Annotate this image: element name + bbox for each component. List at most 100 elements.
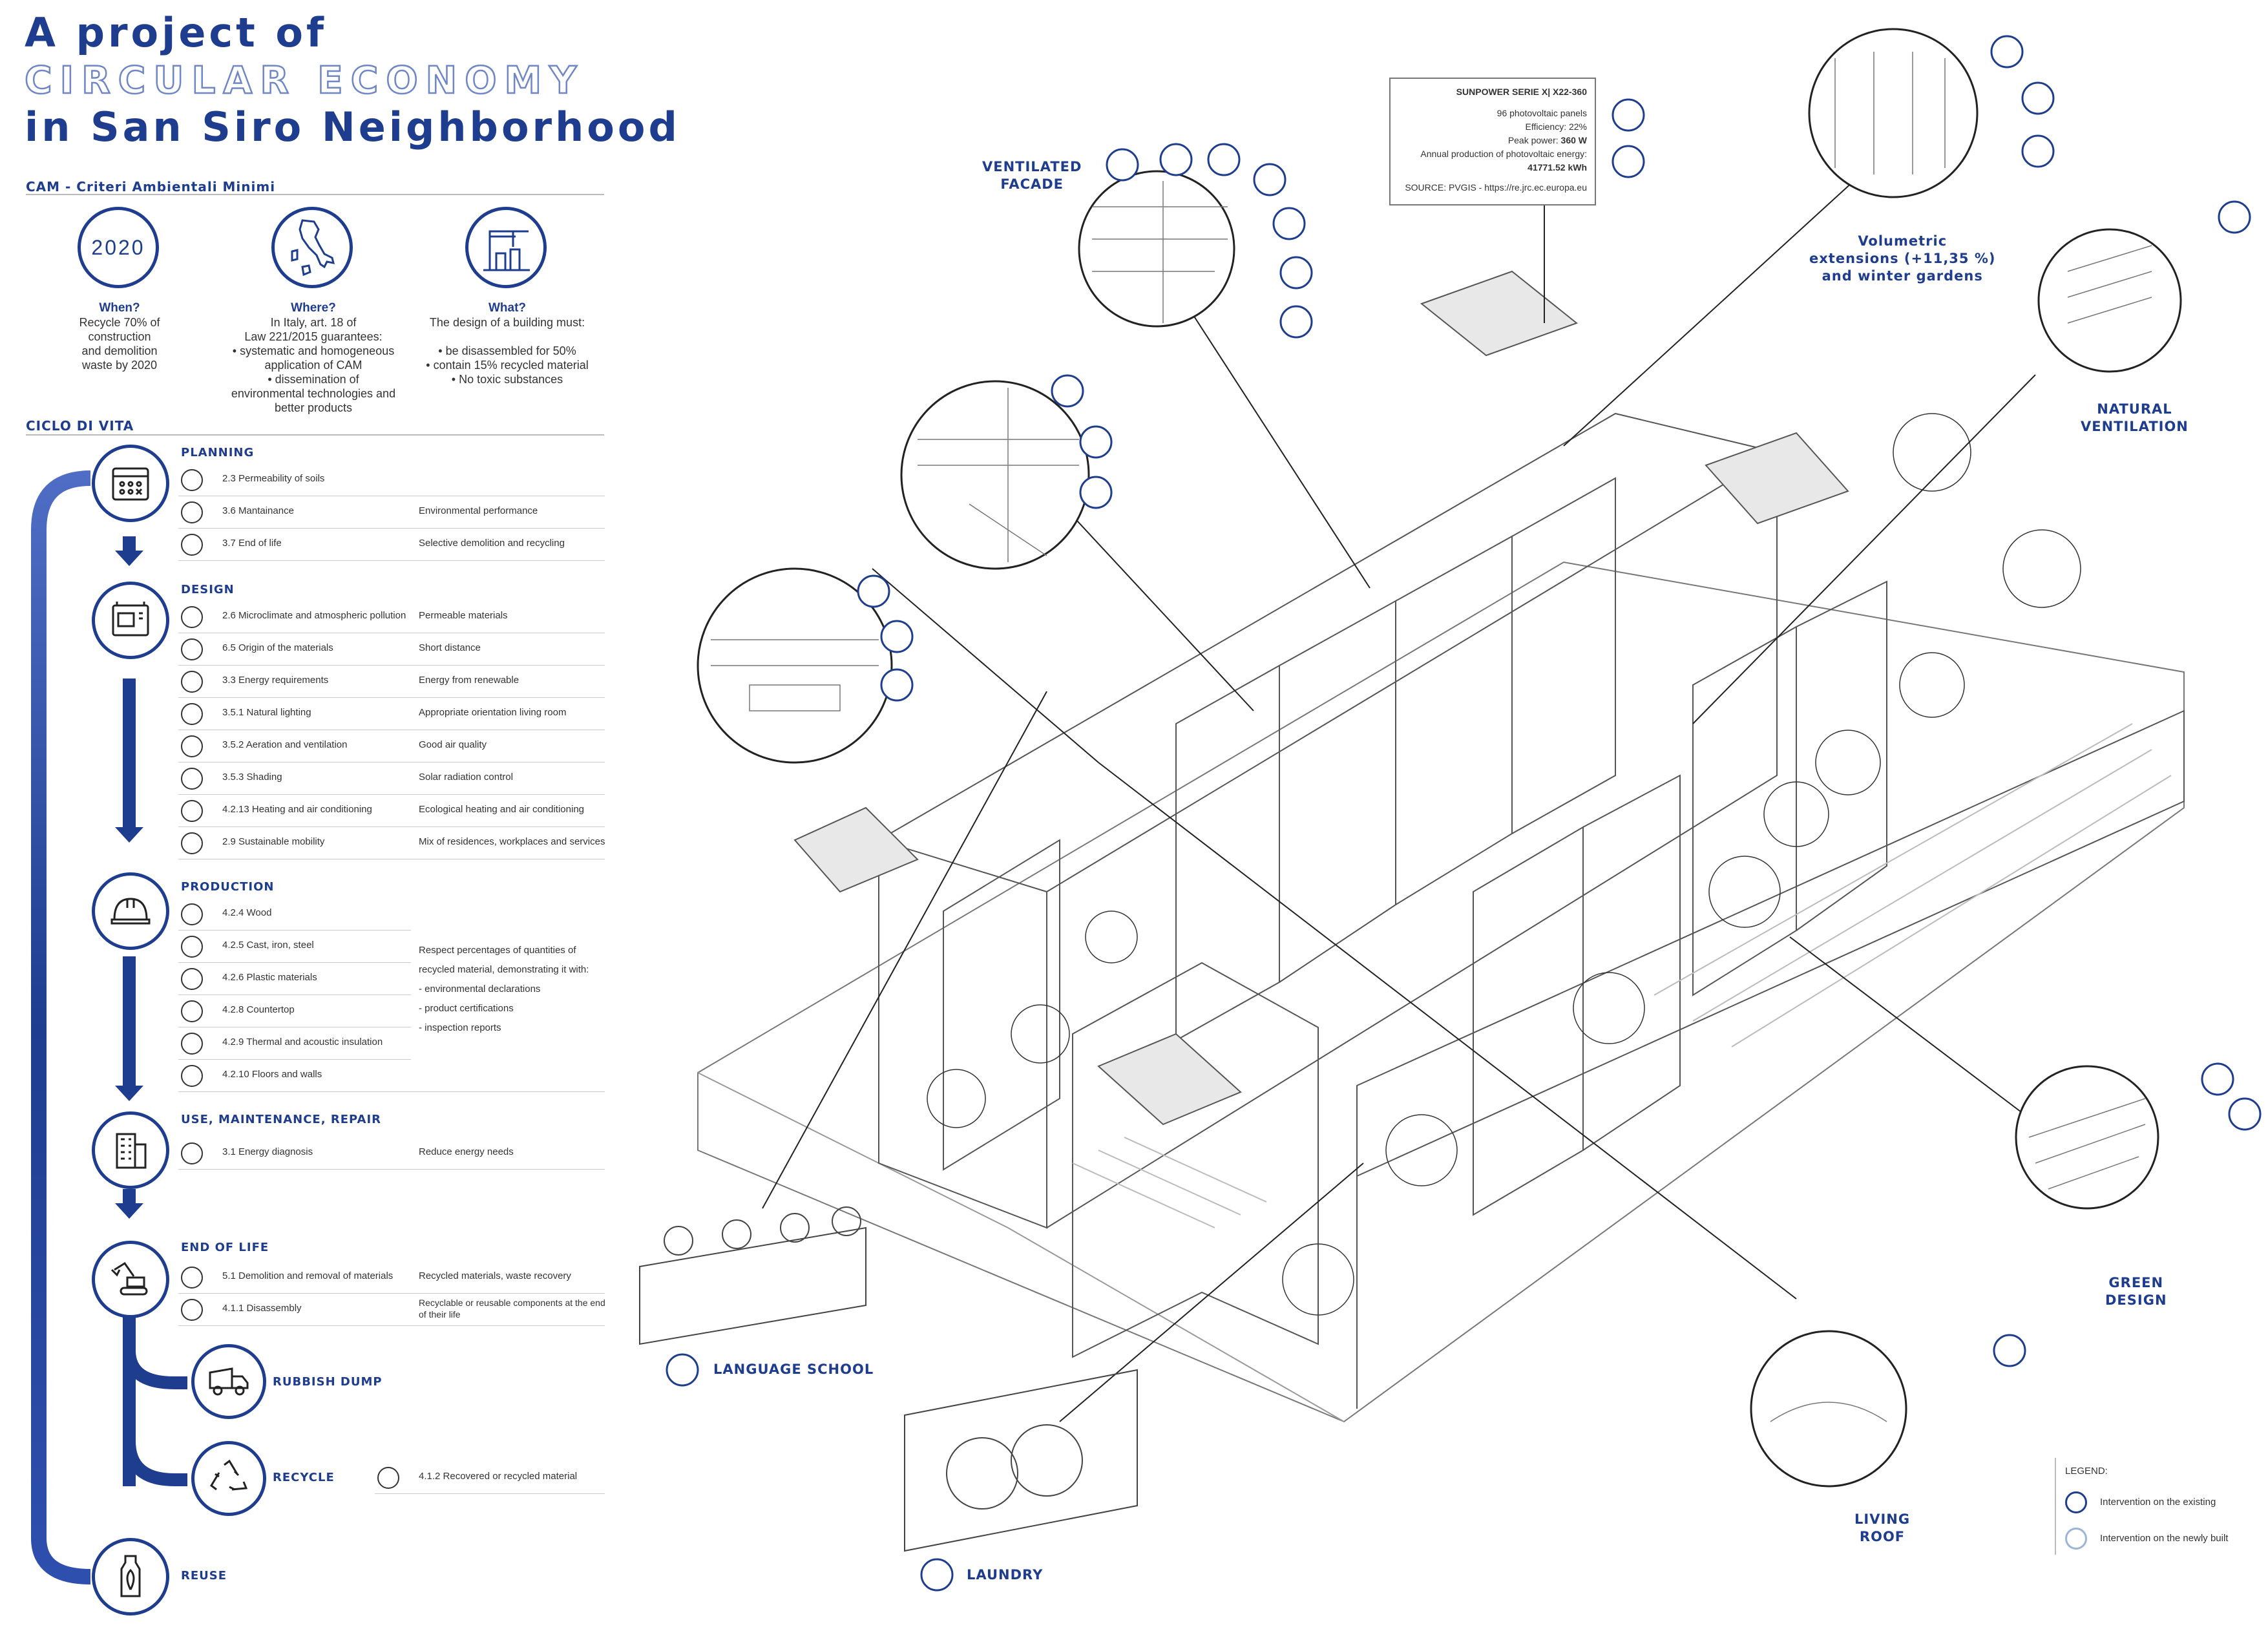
table-row: 2.6 Microclimate and atmospheric polluti… xyxy=(178,601,605,633)
countertop-icon xyxy=(181,1000,203,1022)
natural-ventilation-label: NATURAL VENTILATION xyxy=(2081,401,2189,436)
solar-source: SOURCE: PVGIS - https://re.jrc.ec.europa… xyxy=(1405,182,1587,193)
table-row: 4.2.9 Thermal and acoustic insulation xyxy=(178,1027,411,1060)
sun-icon xyxy=(181,703,203,725)
solar-peak: Peak power: 360 W xyxy=(1398,134,1587,147)
title-line-1: A project of xyxy=(25,9,327,56)
table-row: 3.5.1 Natural lighting Appropriate orient… xyxy=(178,698,605,730)
table-row: 4.2.10 Floors and walls xyxy=(178,1060,605,1092)
year-badge: 2020 xyxy=(78,207,159,288)
shading-icon xyxy=(181,768,203,790)
row-label: 3.5.3 Shading xyxy=(222,772,282,783)
row-label: 4.1.2 Recovered or recycled material xyxy=(419,1471,578,1482)
title-line-3: in San Siro Neighborhood xyxy=(25,103,680,151)
where-line: application of CAM xyxy=(264,359,362,372)
note-line: - environmental declarations xyxy=(419,984,541,994)
steel-icon xyxy=(181,936,203,958)
what-line xyxy=(414,330,601,344)
callout-line: DESIGN xyxy=(2105,1292,2167,1308)
production-label: PRODUCTION xyxy=(181,880,275,894)
solar-peak-value: 360 W xyxy=(1560,135,1587,145)
row-label: 2.6 Microclimate and atmospheric polluti… xyxy=(222,610,406,621)
solar-title: SUNPOWER SERIE X| X22-360 xyxy=(1456,87,1587,97)
row-value: Short distance xyxy=(419,642,481,653)
sun-energy-icon xyxy=(181,671,203,693)
end-of-life-label: END OF LIFE xyxy=(181,1241,269,1254)
row-label: 3.5.2 Aeration and ventilation xyxy=(222,739,348,750)
year-badge-text: 2020 xyxy=(91,235,145,259)
solar-info-box: SUNPOWER SERIE X| X22-360 96 photovoltai… xyxy=(1389,78,1596,205)
row-label: 4.1.1 Disassembly xyxy=(222,1303,302,1314)
where-head: Where? xyxy=(291,301,336,315)
row-value: Environmental performance xyxy=(419,505,538,516)
legend-new-swatch xyxy=(2065,1528,2087,1550)
note-line: - inspection reports xyxy=(419,1022,501,1033)
row-label: 3.7 End of life xyxy=(222,538,282,549)
table-row: 3.5.3 Shading Solar radiation control xyxy=(178,763,605,795)
callout-line: NATURAL xyxy=(2097,401,2172,417)
where-line: better products xyxy=(274,401,353,414)
callout-line: LIVING xyxy=(1854,1511,1911,1527)
solar-efficiency: Efficiency: 22% xyxy=(1525,121,1587,132)
ventilation-icon xyxy=(181,735,203,757)
when-block: When? Recycle 70% of construction and de… xyxy=(61,301,178,372)
row-value: Recycled materials, waste recovery xyxy=(419,1270,571,1281)
when-head: When? xyxy=(99,301,140,315)
row-value: Solar radiation control xyxy=(419,772,513,783)
row-value: Mix of residences, workplaces and servic… xyxy=(419,836,605,847)
row-value: Selective demolition and recycling xyxy=(419,538,565,549)
callout-line: extensions (+11,35 %) xyxy=(1809,251,1996,266)
callout-line: and winter gardens xyxy=(1822,268,1983,284)
row-label: 5.1 Demolition and removal of materials xyxy=(222,1270,394,1281)
ventilated-facade-label: VENTILATED FACADE xyxy=(982,158,1082,193)
row-value: Good air quality xyxy=(419,739,487,750)
wind-icon xyxy=(181,606,203,628)
callout-line: FACADE xyxy=(1000,176,1064,192)
where-line: • dissemination of xyxy=(268,373,359,386)
where-block: Where? In Italy, art. 18 of Law 221/2015… xyxy=(220,301,407,415)
row-label: 3.1 Energy diagnosis xyxy=(222,1146,313,1157)
use-building-icon xyxy=(92,1111,169,1189)
heating-icon xyxy=(181,800,203,822)
mobility-icon xyxy=(181,832,203,854)
row-label: 4.2.4 Wood xyxy=(222,907,272,918)
note-line: - product certifications xyxy=(419,1003,514,1014)
reuse-bottle-icon xyxy=(92,1538,169,1615)
axonometric-drawing xyxy=(639,28,2262,1592)
note-line: Respect percentages of quantities of xyxy=(419,945,576,956)
row-label: 3.5.1 Natural lighting xyxy=(222,707,311,718)
table-row: 5.1 Demolition and removal of materials R… xyxy=(178,1261,605,1294)
plastic-icon xyxy=(181,968,203,990)
legend-existing: Intervention on the existing xyxy=(2100,1497,2216,1508)
living-roof-label: LIVING ROOF xyxy=(1854,1511,1910,1546)
solar-annual-value: 41771.52 kWh xyxy=(1528,162,1587,173)
wood-icon xyxy=(181,903,203,925)
table-row: 4.2.6 Plastic materials xyxy=(178,963,411,995)
use-label: USE, MAINTENANCE, REPAIR xyxy=(181,1113,382,1126)
italy-map-icon xyxy=(271,207,353,288)
table-row: 4.1.2 Recovered or recycled material xyxy=(375,1462,605,1494)
rubbish-dump-label: RUBBISH DUMP xyxy=(273,1375,383,1389)
solar-panels: 96 photovoltaic panels xyxy=(1496,108,1587,118)
production-helmet-icon xyxy=(92,872,169,950)
what-line: • No toxic substances xyxy=(451,373,563,386)
green-design-label: GREEN DESIGN xyxy=(2105,1274,2167,1309)
table-row: 4.2.8 Countertop xyxy=(178,995,411,1027)
table-row: 4.2.5 Cast, iron, steel xyxy=(178,931,411,963)
what-block: What? The design of a building must: • b… xyxy=(414,301,601,386)
title-line-2: CIRCULAR ECONOMY xyxy=(24,58,585,103)
route-icon xyxy=(181,638,203,660)
note-line: recycled material, demonstrating it with… xyxy=(419,964,589,975)
row-value: Appropriate orientation living room xyxy=(419,707,567,718)
row-label: 4.2.5 Cast, iron, steel xyxy=(222,940,314,951)
callout-line: Volumetric xyxy=(1858,233,1948,249)
when-line: construction xyxy=(88,330,151,343)
row-value: of their life xyxy=(419,1309,461,1320)
recycled-material-icon xyxy=(377,1467,399,1489)
production-note: Respect percentages of quantities of rec… xyxy=(419,941,589,1038)
